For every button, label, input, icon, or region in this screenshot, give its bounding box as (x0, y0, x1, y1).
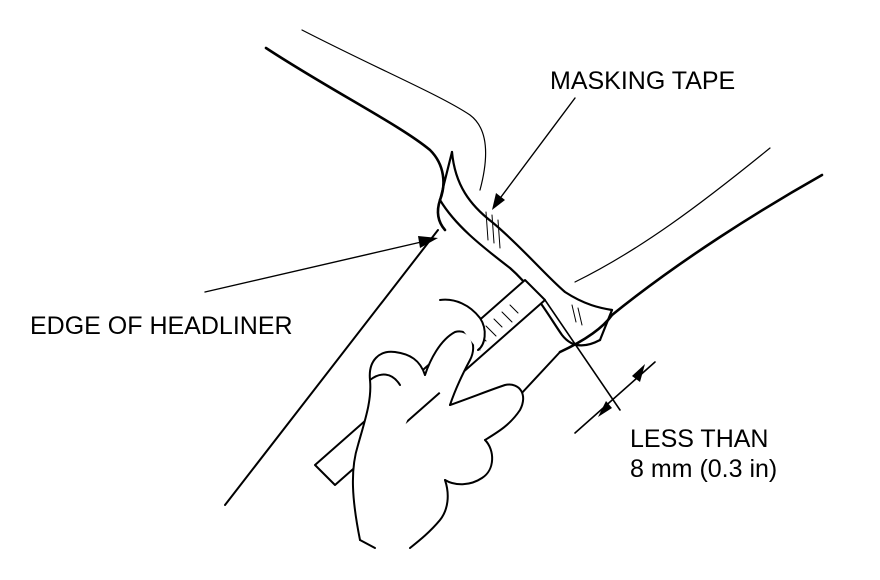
clearance-label-line2: 8 mm (0.3 in) (630, 455, 778, 483)
clearance-label-line1: LESS THAN (630, 425, 769, 453)
ruler (314, 279, 546, 486)
hand-illustration (351, 298, 525, 549)
masking-tape-label: MASKING TAPE (550, 67, 736, 95)
dimension-arrows (598, 364, 645, 417)
leader-lines (204, 97, 576, 293)
window-opening (301, 29, 771, 283)
leader-arrowheads (418, 193, 505, 248)
clearance-label: LESS THAN 8 mm (0.3 in) (630, 424, 777, 484)
edge-of-headliner-label: EDGE OF HEADLINER (30, 312, 293, 340)
